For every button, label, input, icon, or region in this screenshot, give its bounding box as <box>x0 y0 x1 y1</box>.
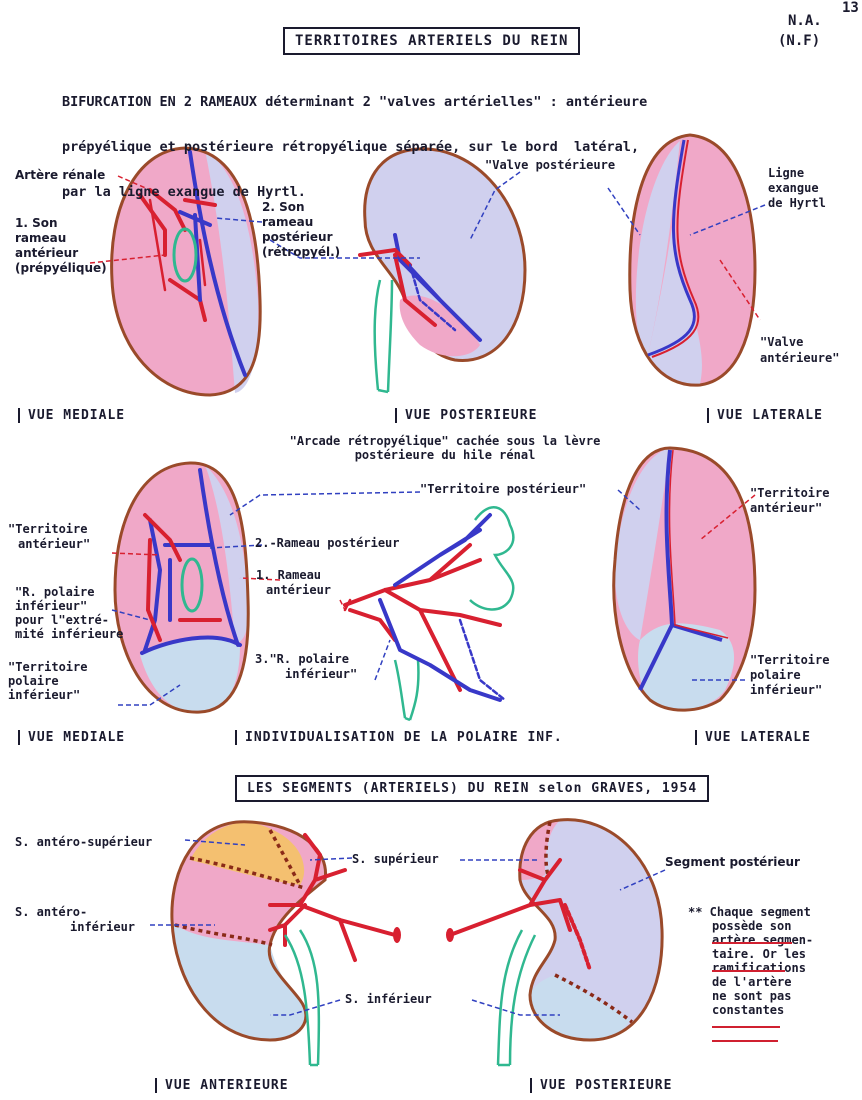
label-line: postérieur <box>262 230 340 245</box>
label-ligne-hyrtl: Ligne exangue de Hyrtl <box>768 166 826 211</box>
label-line: 1. Son <box>15 216 107 231</box>
label-antero-superieur: S. antéro-supérieur <box>15 835 152 849</box>
caption-arcade: "Arcade rétropyélique" cachée sous la lè… <box>250 434 640 462</box>
view-label-lateral-2: VUE LATERALE <box>695 730 811 745</box>
label-rameau-anterieur-2: 1. Rameau antérieur <box>256 568 331 598</box>
label-line: antérieure" <box>760 350 839 366</box>
label-line: 3."R. polaire <box>255 652 357 667</box>
label-inferieur: S. inférieur <box>345 992 432 1006</box>
label-superieur: S. supérieur <box>352 852 439 866</box>
label-line: mité inférieure <box>15 627 123 641</box>
segments-title: LES SEGMENTS (ARTERIELS) DU REIN selon G… <box>235 775 709 802</box>
label-line: antérieur <box>15 246 107 261</box>
label-valve-posterieure: "Valve postérieure <box>485 158 615 172</box>
kidney-medial-2 <box>115 463 248 712</box>
view-label-individualisation: INDIVIDUALISATION DE LA POLAIRE INF. <box>235 730 563 745</box>
note-line: de l'artère <box>688 975 813 989</box>
label-line: S. antéro- <box>15 905 135 920</box>
label-line: polaire <box>750 668 829 683</box>
label-line: "Valve <box>760 334 839 350</box>
label-line: antérieur" <box>750 501 829 516</box>
label-line: (prépyélique) <box>15 261 107 276</box>
label-line: inférieur" <box>15 599 123 613</box>
view-label-medial-1: VUE MEDIALE <box>18 408 125 423</box>
intro-line-1: BIFURCATION EN 2 RAMEAUX déterminant 2 "… <box>62 95 647 110</box>
label-line: "Territoire <box>8 660 87 674</box>
label-line: "Territoire <box>8 522 90 537</box>
intro-line-2: prépyélique et postérieure rétropyélique… <box>62 140 647 155</box>
label-line: de Hyrtl <box>768 196 826 211</box>
label-territoire-anterieur: "Territoire antérieur" <box>8 522 90 552</box>
kidney-lateral-1 <box>630 135 755 385</box>
label-segment-posterieur: Segment postérieur <box>665 855 800 869</box>
note-line: artère segmen- <box>688 933 813 947</box>
label-line: 1. Rameau <box>256 568 331 583</box>
label-line: rameau <box>15 231 107 246</box>
label-antero-inferieur: S. antéro- inférieur <box>15 905 135 935</box>
label-line: "R. polaire <box>15 585 123 599</box>
kidney-segments-posterior <box>446 820 662 1065</box>
label-r-polaire: "R. polaire inférieur" pour l"extré- mit… <box>15 585 123 641</box>
page-number: 13 <box>842 0 859 16</box>
label-line: antérieur" <box>8 537 90 552</box>
note-line: possède son <box>688 919 813 933</box>
caption-line: postérieure du hile rénal <box>250 448 640 462</box>
note-line: ramifications <box>688 961 813 975</box>
label-artere-renale: Artère rénale <box>15 168 105 182</box>
view-label-lateral-1: VUE LATERALE <box>707 408 823 423</box>
label-line: inférieur <box>15 920 135 935</box>
label-line: inférieur" <box>750 683 829 698</box>
note-segments: ** Chaque segment possède son artère seg… <box>688 905 813 1017</box>
label-rameau-posterieur: 2. Son rameau postérieur (rétropyél.) <box>262 200 340 260</box>
label-line: antérieur <box>256 583 331 598</box>
note-line: constantes <box>688 1003 813 1017</box>
label-line: inférieur" <box>255 667 357 682</box>
label-line: "Territoire <box>750 486 829 501</box>
label-line: rameau <box>262 215 340 230</box>
label-territoire-anterieur-2: "Territoire antérieur" <box>750 486 829 516</box>
label-territoire-polaire-2: "Territoire polaire inférieur" <box>750 653 829 698</box>
view-label-posterior-3: VUE POSTERIEURE <box>530 1078 672 1093</box>
label-rameau-anterieur: 1. Son rameau antérieur (prépyélique) <box>15 216 107 276</box>
label-territoire-posterieur: "Territoire postérieur" <box>420 482 586 496</box>
label-line: Ligne <box>768 166 826 181</box>
label-territoire-polaire: "Territoire polaire inférieur" <box>8 660 87 702</box>
code-na: N.A. <box>788 13 822 29</box>
page-title: TERRITOIRES ARTERIELS DU REIN <box>283 27 580 55</box>
label-rameau-posterieur-2: 2.-Rameau postérieur <box>255 536 400 550</box>
caption-line: "Arcade rétropyélique" cachée sous la lè… <box>250 434 640 448</box>
view-label-medial-2: VUE MEDIALE <box>18 730 125 745</box>
label-line: (rétropyél.) <box>262 245 340 260</box>
view-label-posterior-1: VUE POSTERIEURE <box>395 408 537 423</box>
note-line: ne sont pas <box>688 989 813 1003</box>
label-line: inférieur" <box>8 688 87 702</box>
view-label-anterior-3: VUE ANTERIEURE <box>155 1078 289 1093</box>
kidney-lateral-2 <box>614 448 755 710</box>
intro-text: BIFURCATION EN 2 RAMEAUX déterminant 2 "… <box>62 65 647 215</box>
label-line: exangue <box>768 181 826 196</box>
note-line: ** Chaque segment <box>688 905 813 919</box>
note-line: taire. Or les <box>688 947 813 961</box>
label-r-polaire-3: 3."R. polaire inférieur" <box>255 652 357 682</box>
intro-line-3: par la ligne exangue de Hyrtl. <box>62 185 647 200</box>
label-line: pour l"extré- <box>15 613 123 627</box>
label-line: 2. Son <box>262 200 340 215</box>
label-line: polaire <box>8 674 87 688</box>
code-nf: (N.F) <box>778 33 820 49</box>
label-line: "Territoire <box>750 653 829 668</box>
label-valve-anterieure: "Valve antérieure" <box>760 334 839 366</box>
